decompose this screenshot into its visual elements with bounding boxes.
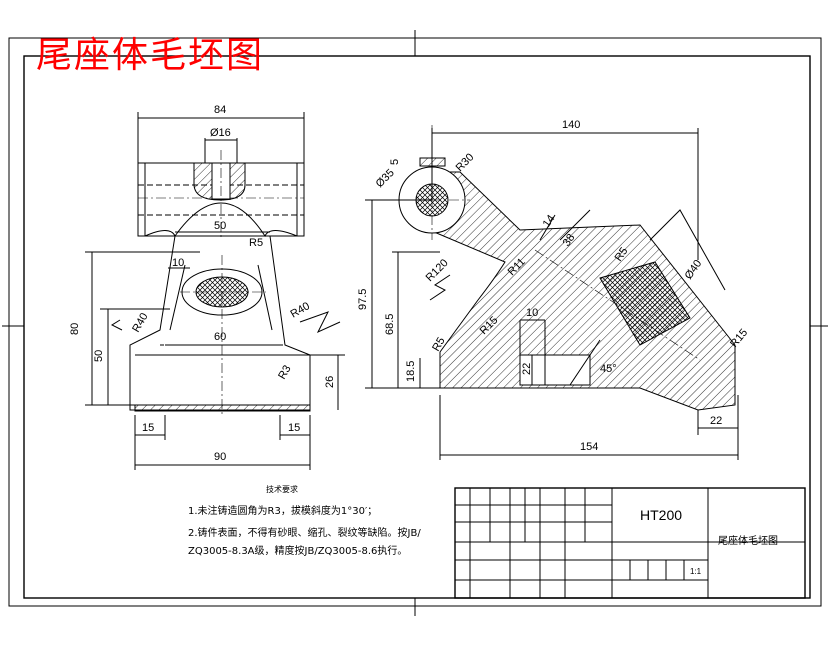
dim-dia35: Ø35	[374, 167, 397, 190]
dim-h97-5: 97.5	[357, 289, 369, 310]
dim-r3: R3	[276, 363, 293, 381]
dim-height-80: 80	[69, 323, 81, 335]
dim-d22: 22	[710, 415, 722, 427]
dim-d10: 10	[526, 307, 538, 319]
dim-r30: R30	[454, 151, 477, 174]
dim-fillet-r5: R5	[249, 237, 263, 249]
notes-line-2: 2.铸件表面，不得有砂眼、缩孔、裂纹等缺陷。按JB/	[188, 528, 421, 539]
dim-foot-right: 15	[288, 422, 300, 434]
drawing-title: 尾座体毛坯图	[36, 35, 265, 76]
dim-r40-left: R40	[130, 311, 150, 334]
dim-d38: 38	[561, 232, 578, 249]
dim-dia40: Ø40	[683, 258, 705, 282]
dim-neck-width: 50	[214, 220, 226, 232]
inner-border	[23, 55, 811, 599]
dim-hole-dia: Ø16	[210, 127, 231, 139]
dim-h18-5: 18.5	[405, 361, 417, 382]
dim-length-140: 140	[562, 119, 580, 131]
scale-label: 1:1	[690, 567, 702, 576]
title-block	[454, 487, 806, 599]
dim-d5: 5	[389, 159, 401, 165]
dim-r120: R120	[424, 257, 451, 284]
material-label: HT200	[640, 507, 682, 523]
side-view	[365, 125, 739, 460]
dim-h22: 22	[521, 363, 533, 375]
notes-line-3: ZQ3005-8.3A级，精度按JB/ZQ3005-8.6执行。	[188, 546, 408, 557]
dim-base-height: 26	[324, 376, 336, 388]
dim-foot-left: 15	[142, 422, 154, 434]
dim-angle45: 45°	[600, 363, 617, 375]
front-body-outline	[129, 235, 311, 411]
dim-length-154: 154	[580, 441, 598, 453]
front-view	[85, 112, 345, 470]
dim-r40-right: R40	[289, 300, 312, 320]
dim-offset-10: 10	[172, 257, 184, 269]
dim-h68-5: 68.5	[384, 314, 396, 335]
dim-bore-width: 60	[214, 331, 226, 343]
dim-base-width: 90	[214, 451, 226, 463]
oblique-bore-section	[599, 261, 691, 346]
dim-d14: 14	[541, 213, 558, 230]
notes-heading: 技术要求	[266, 485, 298, 494]
dim-top-width: 84	[214, 104, 226, 116]
base-section	[134, 404, 311, 412]
drawing-name-label: 尾座体毛坯图	[718, 534, 778, 547]
dim-height-50: 50	[93, 350, 105, 362]
notes-line-1: 1.未注铸造圆角为R3，拔模斜度为1°30′；	[188, 506, 378, 517]
